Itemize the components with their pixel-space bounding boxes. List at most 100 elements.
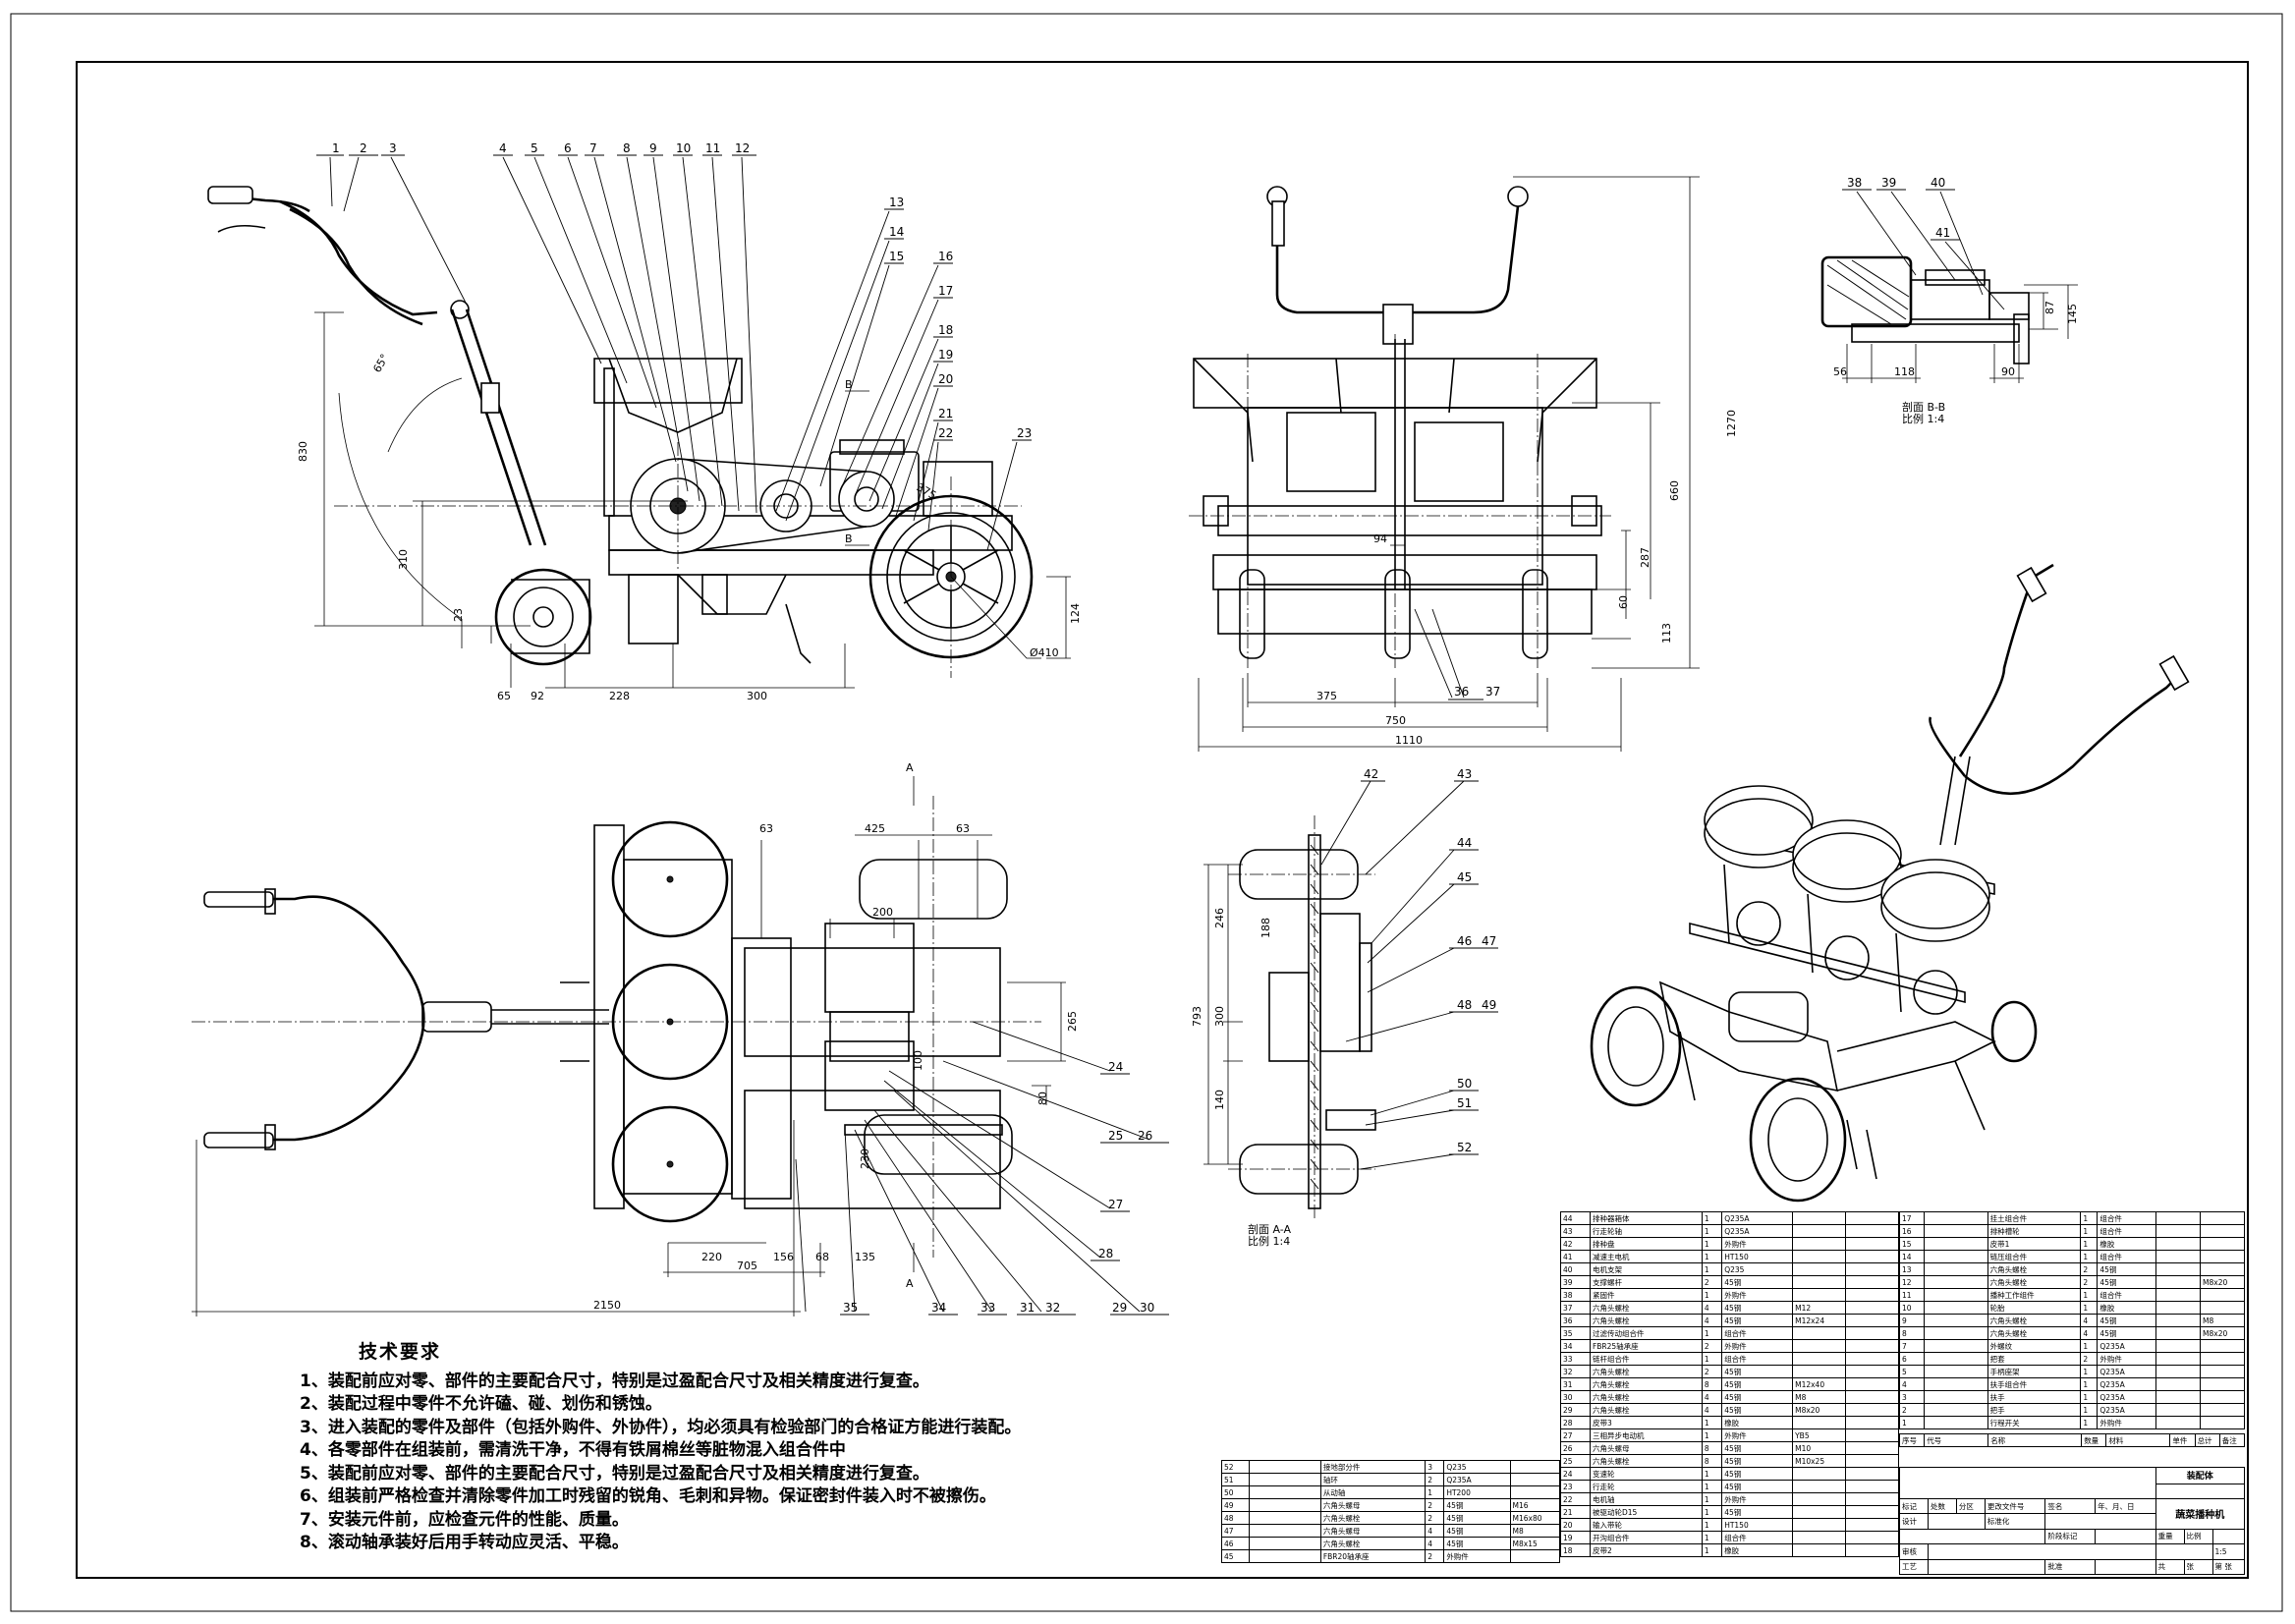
bom-cell-qty: 1 (2080, 1416, 2099, 1429)
bom-cell-qty: 2 (1425, 1511, 1445, 1525)
balloon-51: 51 (1457, 1096, 1472, 1110)
bom-cell-code: M10x25 (1792, 1454, 1847, 1468)
bom-cell-remark: M8x20 (2200, 1326, 2245, 1340)
bom-cell- (1249, 1549, 1321, 1563)
scale-value: 1:5 (2211, 1543, 2245, 1560)
tb-cell: 重量 (2155, 1528, 2185, 1545)
bom-cell- (1845, 1416, 1899, 1429)
bom-cell-code (1792, 1467, 1847, 1481)
balloon-12: 12 (735, 141, 750, 155)
bom-cell-name: 行程开关 (1987, 1416, 2082, 1429)
bom-cell- (2155, 1275, 2202, 1289)
tb-cell: 张 (2183, 1558, 2213, 1576)
bom-cell-remark (2200, 1262, 2245, 1276)
bom-cell-qty: 1 (1701, 1288, 1723, 1302)
bom-cell-name: 六角头螺母 (1319, 1498, 1427, 1512)
svg-text:68: 68 (815, 1251, 829, 1263)
bom-cell-material: Q235A (2097, 1365, 2157, 1378)
bom-cell-material: 橡胶 (2097, 1301, 2157, 1315)
title-block: 装配体 标记 处数 分区 更改文件号 签名 年、月、日 蔬菜播种机 设计 标准化… (1898, 1467, 2246, 1576)
bom-cell-qty: 1 (2080, 1250, 2099, 1263)
bom-cell- (1845, 1326, 1899, 1340)
bom-cell-name: 行走轮 (1589, 1480, 1703, 1493)
bom-cell-code: M12x24 (1792, 1314, 1847, 1327)
bom-cell- (1845, 1237, 1899, 1251)
bom-cell-qty: 2 (1701, 1365, 1723, 1378)
tech-item: 1、装配前应对零、部件的主要配合尺寸，特别是过盈配合尺寸及相关精度进行复查。 (300, 1371, 929, 1391)
bom-cell-code: M12x40 (1792, 1377, 1847, 1391)
bom-cell-code: M8x15 (1509, 1537, 1561, 1550)
bom-cell- (2155, 1403, 2202, 1417)
bom-header-no: 序号 (1898, 1433, 1926, 1447)
bom-cell-material: 组合件 (1721, 1326, 1794, 1340)
bom-cell-qty: 1 (1701, 1352, 1723, 1366)
bom-cell-name: 六角头螺栓 (1589, 1377, 1703, 1391)
bom-cell-remark: M8 (2200, 1314, 2245, 1327)
bom-header-remark: 备注 (2218, 1433, 2246, 1447)
balloon-37: 37 (1485, 685, 1500, 699)
balloon-9: 9 (649, 141, 657, 155)
bom-cell- (2155, 1377, 2202, 1391)
bom-cell-no: 38 (1560, 1288, 1591, 1302)
bom-cell-qty: 1 (1701, 1492, 1723, 1506)
svg-text:A: A (906, 1277, 914, 1290)
bom-cell- (1923, 1275, 1988, 1289)
side-view: 1270 660 287 113 60 94 375 750 1110 36 3… (1189, 176, 1738, 752)
assembly-label: 装配体 (2155, 1467, 2246, 1484)
bom-cell-qty: 1 (2080, 1403, 2099, 1417)
bom-cell-material: 45钢 (1443, 1524, 1511, 1538)
tech-item: 4、各零部件在组装前，需清洗干净，不得有铁屑棉丝等脏物混入组合件中 (300, 1440, 846, 1460)
outer-border (10, 13, 2283, 1612)
svg-text:300: 300 (747, 690, 767, 702)
svg-text:60: 60 (1617, 595, 1630, 609)
bom-cell-code (1509, 1460, 1561, 1474)
tb-cell: 阶段标记 (2044, 1528, 2097, 1545)
balloon-11: 11 (705, 141, 720, 155)
bom-cell-name: 六角头螺栓 (1589, 1301, 1703, 1315)
balloon-6: 6 (564, 141, 572, 155)
front-view: 830 310 23 65 92 228 300 124 Ø410 375 65… (207, 141, 1082, 702)
bom-cell-qty: 8 (1701, 1454, 1723, 1468)
bom-cell-no: 43 (1560, 1224, 1591, 1238)
svg-text:56: 56 (1833, 365, 1847, 378)
bom-cell-name: 排种槽轮 (1987, 1224, 2082, 1238)
bom-cell- (1845, 1492, 1899, 1506)
bom-cell-code (1792, 1262, 1847, 1276)
bom-cell-qty: 2 (1425, 1498, 1445, 1512)
balloon-47: 47 (1482, 934, 1496, 948)
tech-item: 6、组装前严格检查并清除零件加工时残留的锐角、毛刺和异物。保证密封件装入时不被擦… (300, 1486, 996, 1506)
balloon-25: 25 (1108, 1129, 1123, 1143)
bom-cell-qty: 1 (1701, 1505, 1723, 1519)
bom-cell-name: 扶手组合件 (1987, 1377, 2082, 1391)
bom-cell-material: 45钢 (1721, 1505, 1794, 1519)
svg-text:660: 660 (1668, 480, 1681, 501)
bom-cell- (2155, 1339, 2202, 1353)
bom-cell-remark (2200, 1339, 2245, 1353)
bom-cell-no: 12 (1899, 1275, 1925, 1289)
bom-cell- (1845, 1454, 1899, 1468)
bom-cell-no: 3 (1899, 1390, 1925, 1404)
bom-cell-no: 44 (1560, 1211, 1591, 1225)
bom-cell- (1845, 1377, 1899, 1391)
bom-cell-qty: 1 (1701, 1543, 1723, 1557)
bom-cell-no: 34 (1560, 1339, 1591, 1353)
bom-cell-no: 15 (1899, 1237, 1925, 1251)
balloon-39: 39 (1881, 176, 1896, 190)
bom-cell-no: 5 (1899, 1365, 1925, 1378)
bom-cell-material: 45钢 (1721, 1467, 1794, 1481)
balloon-30: 30 (1140, 1301, 1154, 1315)
